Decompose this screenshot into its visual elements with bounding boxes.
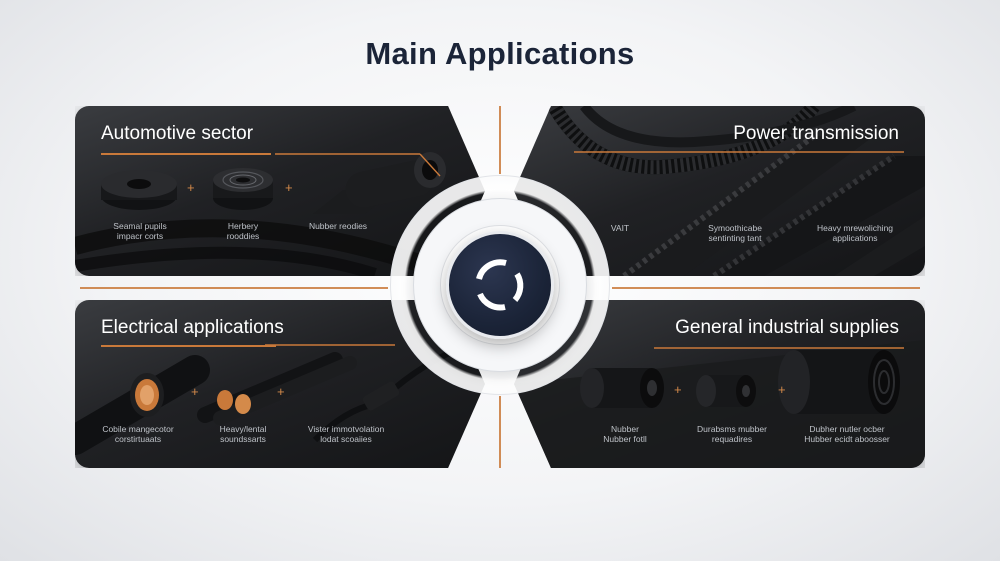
belts-illustration (547, 106, 925, 276)
accent-line (101, 345, 276, 347)
divider-left (80, 287, 388, 289)
divider-top (499, 106, 501, 174)
caption-hose: Nubber reodies (308, 221, 368, 231)
automotive-products-illustration (75, 152, 485, 276)
plus-icon: + (778, 382, 786, 397)
caption-vbelt: VAIT (610, 223, 630, 233)
panel-title-automotive: Automotive sector (101, 123, 254, 144)
accent-line (101, 153, 271, 155)
panel-title-electrical: Electrical applications (101, 317, 284, 338)
hub-badge (446, 231, 554, 339)
panel-title-power-transmission: Power transmission (733, 123, 899, 144)
circular-arrows-icon (476, 259, 524, 311)
plus-icon: + (187, 180, 195, 195)
divider-right (612, 287, 920, 289)
cables-illustration (75, 337, 485, 455)
plus-icon: + (285, 180, 293, 195)
page-title: Main Applications (365, 36, 635, 71)
divider-bottom (499, 396, 501, 468)
rubber-rolls-illustration (514, 340, 925, 468)
panel-title-industrial: General industrial supplies (675, 317, 899, 338)
plus-icon: + (674, 382, 682, 397)
plus-icon: + (277, 384, 285, 399)
plus-icon: + (191, 384, 199, 399)
